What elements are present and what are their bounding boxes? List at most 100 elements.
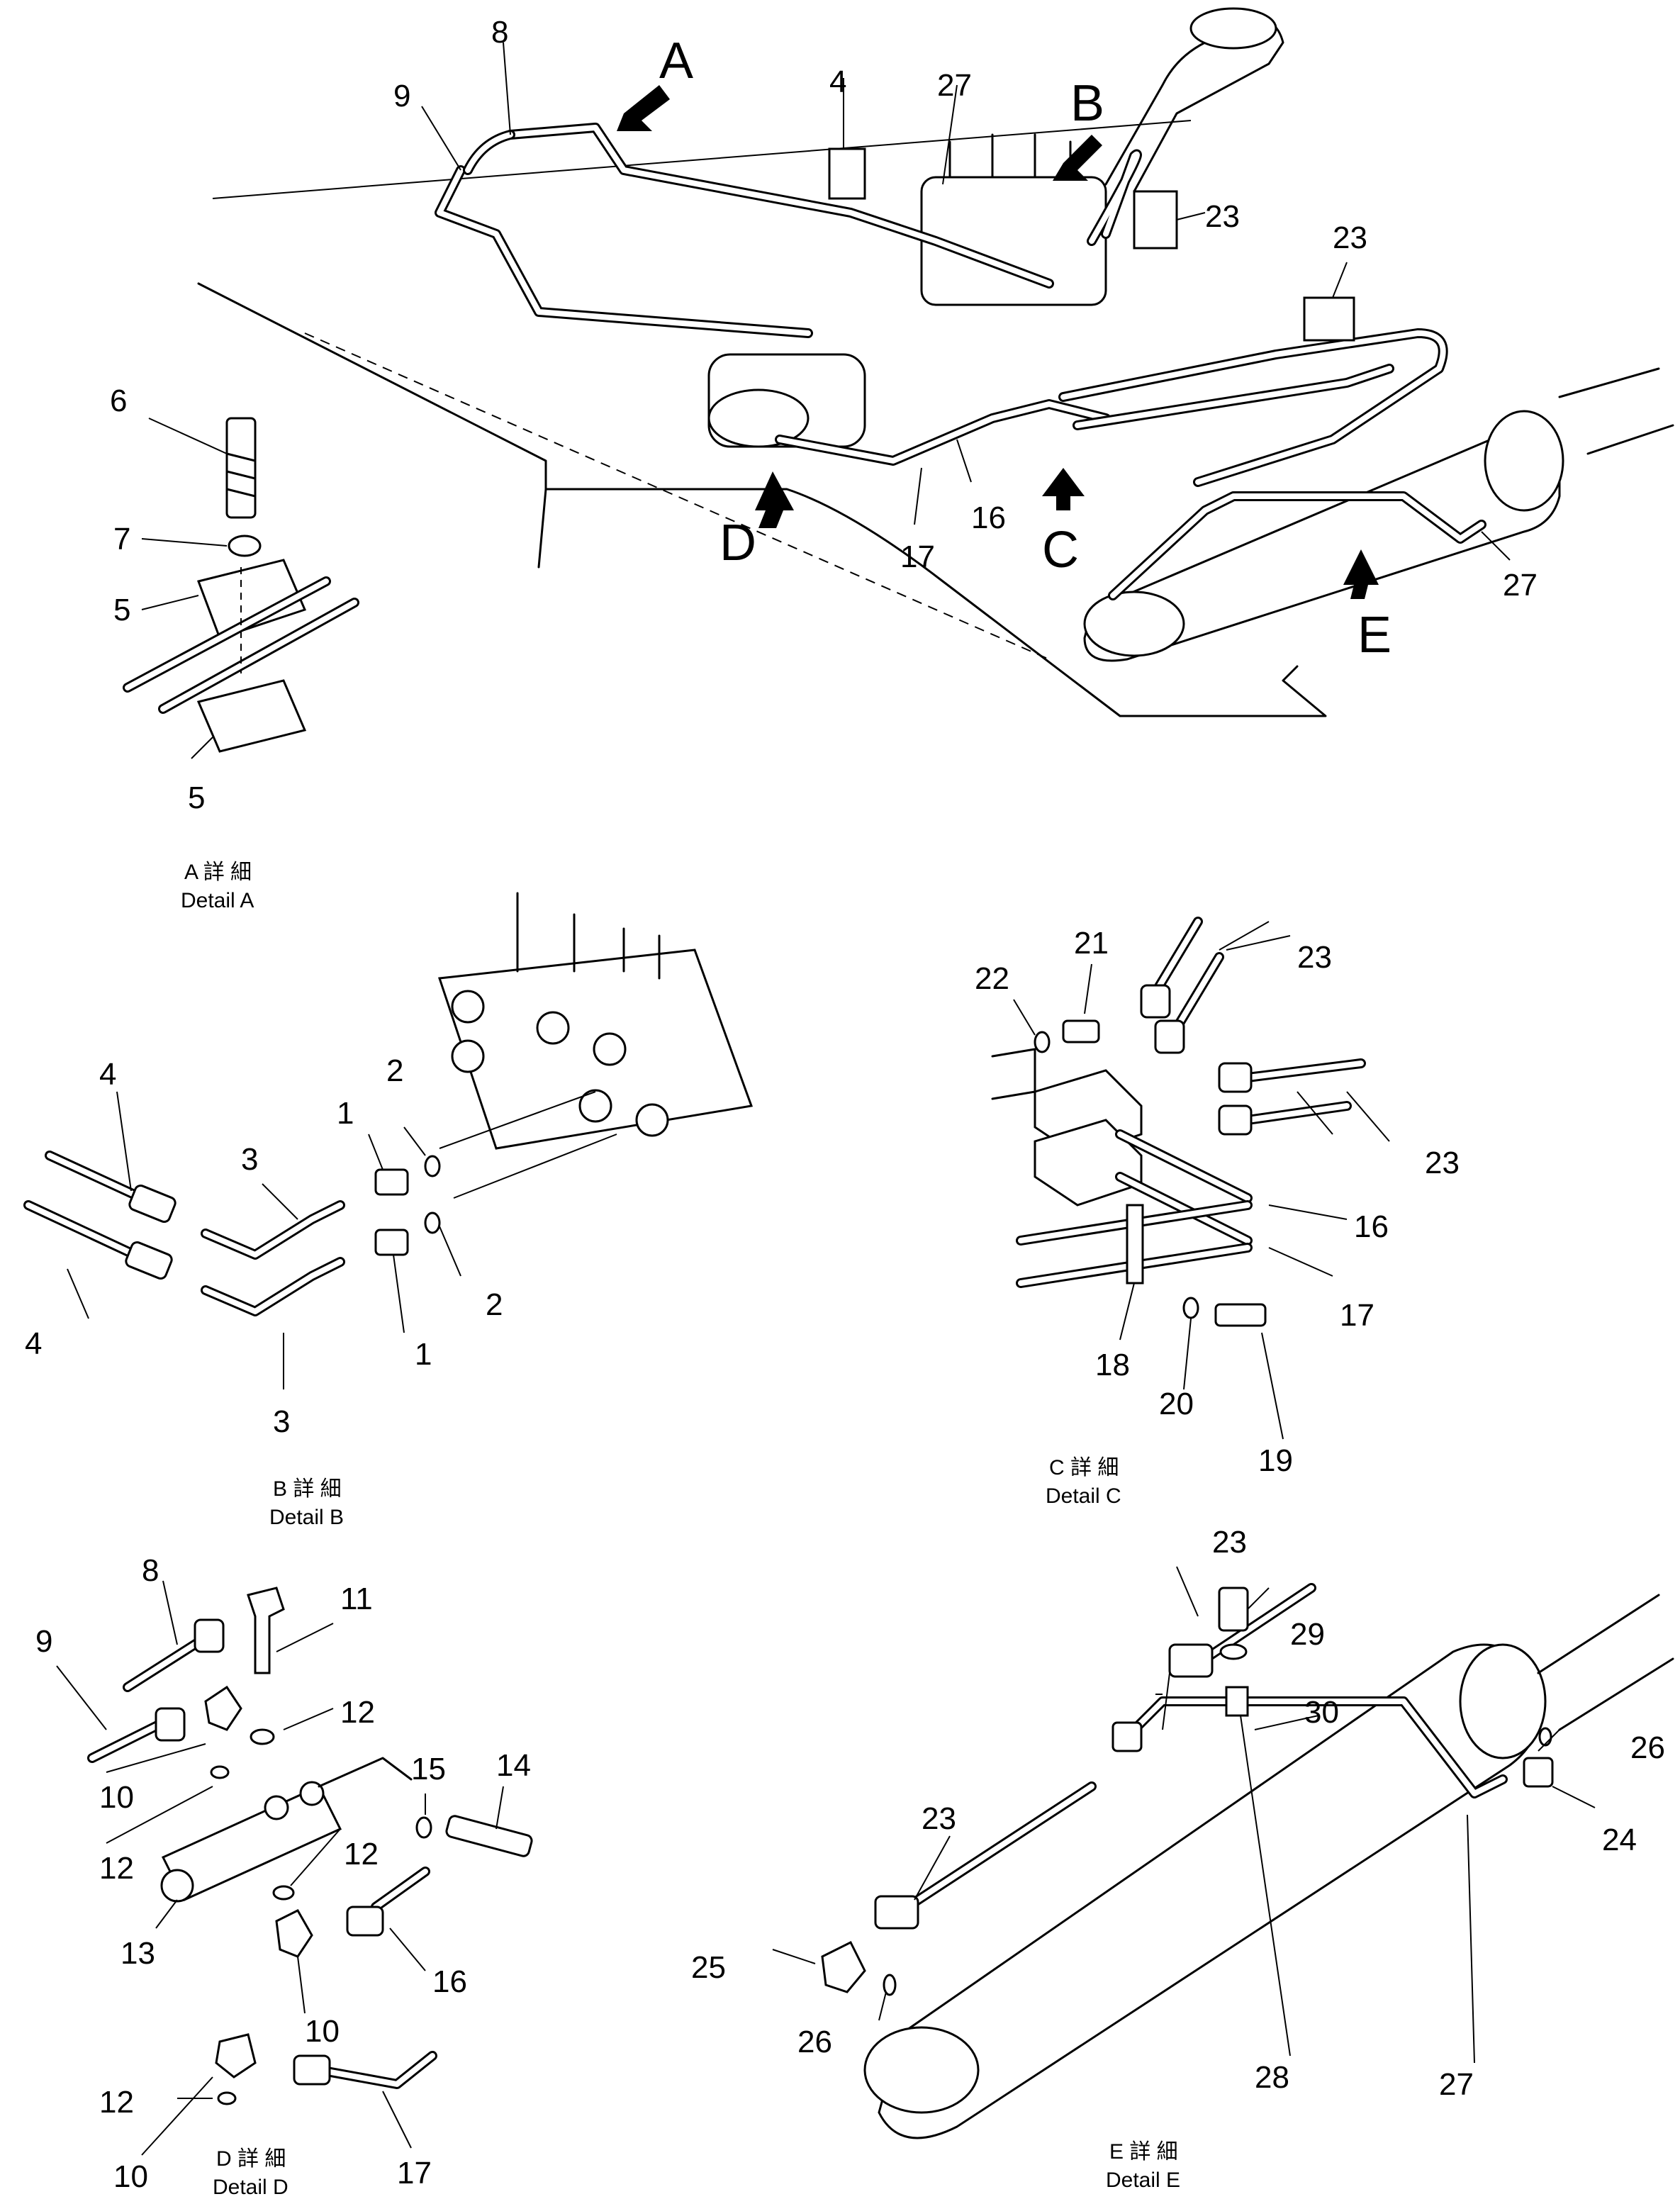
callout-d-14: 14 bbox=[496, 1748, 531, 1783]
callout-e-26b: 26 bbox=[797, 2025, 832, 2059]
hose-23-fitting-a bbox=[1140, 984, 1171, 1019]
callout-b-2b: 2 bbox=[486, 1287, 503, 1322]
view-arrow-a bbox=[617, 85, 670, 131]
o-ring-26b bbox=[883, 1974, 897, 1996]
view-arrow-c bbox=[1042, 468, 1085, 510]
hose-23-fitting-e2 bbox=[874, 1895, 919, 1930]
callout-d-8: 8 bbox=[142, 1553, 159, 1588]
cylinder-end-e bbox=[1459, 1643, 1547, 1759]
caption-c-jp: C 詳 細 bbox=[1049, 1456, 1119, 1479]
elbow-10c bbox=[215, 2033, 257, 2078]
callout-c-18: 18 bbox=[1095, 1348, 1130, 1382]
cylinder-eye-e bbox=[863, 2026, 980, 2114]
callout-d-12d: 12 bbox=[99, 2085, 134, 2120]
callout-main-9: 9 bbox=[393, 79, 410, 113]
callout-main-16: 16 bbox=[971, 500, 1006, 535]
view-letter-b: B bbox=[1070, 75, 1104, 132]
callout-e-23b: 23 bbox=[922, 1801, 956, 1836]
pipe-16-fitting bbox=[346, 1906, 384, 1937]
hose-4-fitting-a bbox=[128, 1184, 177, 1224]
callout-d-13: 13 bbox=[121, 1936, 155, 1971]
callout-a-6: 6 bbox=[110, 384, 127, 418]
detail-c: 21 22 23 23 16 17 18 20 19 C 詳 細 Detail … bbox=[975, 917, 1460, 1508]
callout-main-23b: 23 bbox=[1333, 220, 1367, 255]
callout-c-23b: 23 bbox=[1425, 1146, 1460, 1180]
detail-e: 23 29 30 26 23 24 25 26 28 27 E 詳 細 Deta… bbox=[691, 1525, 1674, 2192]
elbow-25 bbox=[821, 1940, 866, 1993]
callout-b-4b: 4 bbox=[25, 1326, 42, 1361]
caption-d-jp: D 詳 細 bbox=[216, 2147, 286, 2171]
washer-7 bbox=[228, 535, 262, 557]
view-arrow-e bbox=[1343, 549, 1379, 599]
tag-part-4 bbox=[828, 147, 866, 200]
detail-b: 4 4 3 3 1 1 2 2 B 詳 細 Detail B bbox=[23, 892, 754, 1529]
view-arrow-d bbox=[755, 471, 794, 528]
callout-c-16: 16 bbox=[1354, 1209, 1389, 1244]
callout-c-22: 22 bbox=[975, 961, 1009, 996]
view-arrow-b bbox=[1053, 135, 1102, 181]
caption-a-en: Detail A bbox=[181, 889, 254, 912]
callout-c-21: 21 bbox=[1074, 926, 1109, 961]
view-letter-a: A bbox=[659, 33, 693, 89]
washer-15 bbox=[415, 1816, 432, 1839]
o-ring-2b bbox=[424, 1212, 441, 1234]
callout-a-5b: 5 bbox=[188, 780, 205, 815]
callout-b-3b: 3 bbox=[273, 1404, 290, 1439]
cylinder-eye bbox=[1083, 591, 1185, 657]
o-ring-12d bbox=[217, 2091, 237, 2105]
callout-b-1b: 1 bbox=[415, 1337, 432, 1372]
o-ring-12b bbox=[210, 1765, 230, 1779]
callout-e-26a: 26 bbox=[1630, 1730, 1665, 1765]
callout-d-10c: 10 bbox=[113, 2159, 148, 2194]
adapter-1a bbox=[374, 1168, 409, 1196]
callout-b-2a: 2 bbox=[386, 1053, 403, 1088]
callout-main-27b: 27 bbox=[1503, 568, 1538, 603]
caption-e-jp: E 詳 細 bbox=[1109, 2140, 1178, 2164]
bolt-14 bbox=[445, 1815, 533, 1857]
hose-4-fitting-b bbox=[125, 1241, 173, 1280]
caption-c-en: Detail C bbox=[1046, 1484, 1121, 1508]
view-letter-d: D bbox=[719, 515, 756, 571]
bolt-29 bbox=[1218, 1587, 1249, 1632]
pipe-27-end bbox=[1111, 1721, 1143, 1752]
callout-d-17: 17 bbox=[397, 2156, 432, 2190]
tag-part-23a bbox=[1133, 190, 1178, 250]
callout-d-16: 16 bbox=[432, 1964, 467, 1999]
pipe-8-fitting bbox=[194, 1618, 225, 1653]
clamp-28 bbox=[1225, 1686, 1249, 1717]
callout-b-1a: 1 bbox=[337, 1096, 354, 1131]
callout-d-9: 9 bbox=[35, 1624, 52, 1659]
callout-b-3a: 3 bbox=[241, 1142, 258, 1177]
pipe-17-fitting bbox=[293, 2054, 331, 2086]
caption-b-en: Detail B bbox=[269, 1506, 344, 1529]
bolt-21 bbox=[1062, 1019, 1100, 1043]
callout-e-28: 28 bbox=[1255, 2060, 1289, 2095]
caption-d-en: Detail D bbox=[213, 2176, 289, 2199]
callout-e-29: 29 bbox=[1290, 1617, 1325, 1652]
callout-e-27: 27 bbox=[1439, 2067, 1474, 2102]
callout-b-4a: 4 bbox=[99, 1057, 116, 1092]
callout-main-27a: 27 bbox=[937, 68, 972, 103]
pipe-9-fitting bbox=[155, 1707, 186, 1742]
callout-a-7: 7 bbox=[113, 522, 130, 556]
callout-d-12a: 12 bbox=[340, 1695, 375, 1730]
callout-c-17: 17 bbox=[1340, 1298, 1374, 1333]
callout-main-17: 17 bbox=[900, 539, 935, 574]
distribution-block-eye bbox=[707, 388, 810, 448]
detail-d: 8 11 9 12 10 12 12 15 14 13 16 10 12 10 … bbox=[35, 1553, 533, 2199]
callout-c-19: 19 bbox=[1258, 1443, 1293, 1478]
callout-main-23a: 23 bbox=[1205, 199, 1240, 234]
callout-main-4: 4 bbox=[829, 65, 846, 99]
callout-d-12c: 12 bbox=[344, 1837, 379, 1871]
adapter-24 bbox=[1523, 1757, 1554, 1788]
hose-23-fitting-e1 bbox=[1168, 1643, 1214, 1678]
cylinder-end-cap bbox=[1484, 410, 1564, 512]
elbow-10a bbox=[204, 1685, 242, 1731]
callout-d-10a: 10 bbox=[99, 1780, 134, 1815]
o-ring-26a bbox=[1538, 1727, 1552, 1747]
o-ring-12a bbox=[250, 1728, 275, 1745]
main-assembly-view: A B C D E 8 9 4 27 23 23 16 17 27 bbox=[197, 7, 1674, 717]
o-ring-12c bbox=[272, 1885, 295, 1901]
elbow-11 bbox=[247, 1587, 285, 1674]
